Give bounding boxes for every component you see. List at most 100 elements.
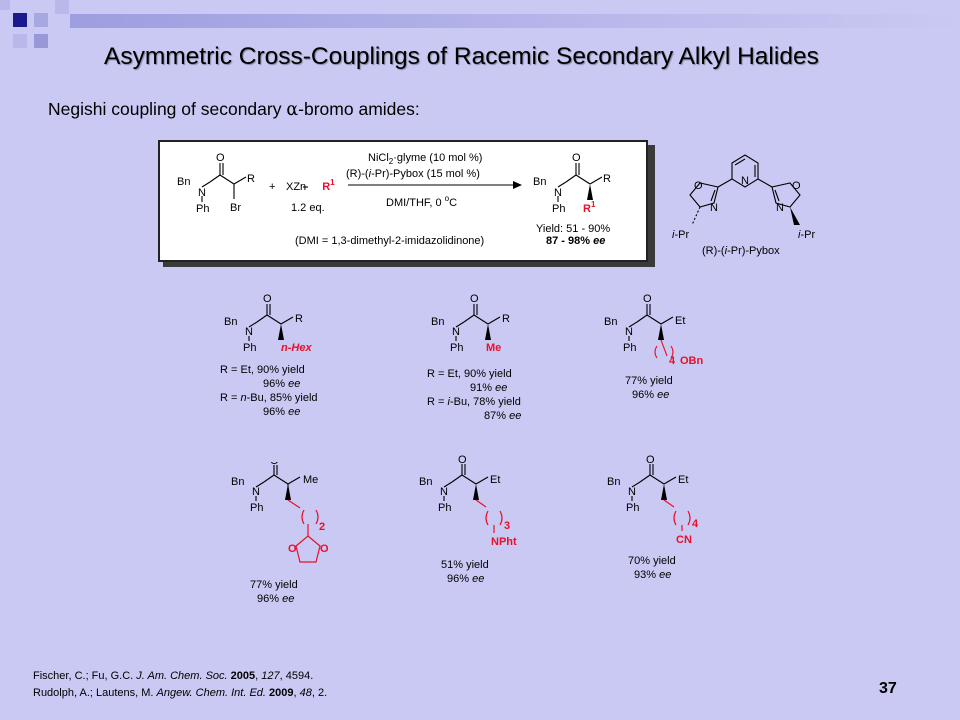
plus-sign: + [269,181,275,193]
condition-ligand: (R)-(i-Pr)-Pybox (15 mol %) [346,168,480,180]
product-R: R [603,173,611,185]
p3-n: 4 [669,355,676,367]
product-5: O Bn N Ph Et 3 NPht 51% yield 96% ee [419,455,517,585]
p1-line4: 96% ee [263,406,300,418]
pybox-ligand-structure: N O O N N i-Pr i-Pr (R)-(i-Pr)-Pybox [672,154,815,257]
sm-R: R [247,173,255,185]
p2-substituent: Me [486,342,501,354]
ee-range: 87 - 98% ee [546,235,605,247]
p2-R: R [502,313,510,325]
ref2-journal: Angew. Chem. Int. Ed. [156,687,266,699]
ref2-authors: Rudolph, A.; Lautens, M. [33,687,157,699]
p5-substituent: NPht [491,536,517,548]
corner-square-dark [13,13,27,27]
p2-line4: 87% ee [484,410,521,422]
product-3: O Bn N Ph Et 4 OBn 77% yield 96% ee [604,293,704,401]
ligand-O-left: O [694,180,703,192]
header-band [70,14,960,28]
ref1-pages: , 4594. [279,670,314,682]
sm-Br: Br [230,202,241,214]
p2-line3: R = i-Bu, 78% yield [427,396,521,408]
p2-Bn: Bn [431,316,444,328]
p6-line1: 70% yield [628,555,676,567]
p1-N: N [245,326,253,338]
ref1-volume: 127 [261,670,280,682]
equivalents: 1.2 eq. [291,202,325,214]
slide-title: Asymmetric Cross-Couplings of Racemic Se… [104,43,819,70]
sm-Bn: Bn [177,176,190,188]
p4-n: 2 [319,521,325,533]
product-R1: R1 [583,200,596,215]
corner-square-light [0,0,10,10]
corner-square-light [55,0,69,14]
p6-N: N [628,486,636,498]
p2-Ph: Ph [450,342,463,354]
p4-O-left: O [288,543,297,555]
p2-N: N [452,326,460,338]
p2-line1: R = Et, 90% yield [427,368,512,380]
p5-line2: 96% ee [447,573,484,585]
product-4: O Bn N Ph Me 2 O O 77% yield 96% ee [231,462,329,605]
p4-N: N [252,486,260,498]
p3-R: Et [675,315,685,327]
subtitle-text: Negishi coupling of secondary [48,99,287,119]
p6-line2: 93% ee [634,569,671,581]
ligand-O-right: O [792,180,801,192]
ref1-authors: Fischer, C.; Fu, G.C. [33,670,137,682]
p5-Bn: Bn [419,476,432,488]
ligand-name: (R)-(i-Pr)-Pybox [702,245,780,257]
p3-N: N [625,326,633,338]
ref1-journal: J. Am. Chem. Soc. [136,670,228,682]
reference-2: Rudolph, A.; Lautens, M. Angew. Chem. In… [33,687,328,699]
product-6: O Bn N Ph Et 4 CN 70% yield 93% ee [607,455,699,581]
ref2-year: 2009 [269,687,294,699]
ligand-N-left: N [710,202,718,214]
corner-square-light [34,34,48,48]
p3-substituent: OBn [680,355,704,367]
p2-O: O [470,293,479,305]
p6-R: Et [678,474,688,486]
p3-O: O [643,293,652,305]
p1-R: R [295,313,303,325]
p5-n: 3 [504,520,510,532]
dmi-note: (DMI = 1,3-dimethyl-2-imidazolidinone) [295,235,484,247]
p1-Ph: Ph [243,342,256,354]
p1-line1: R = Et, 90% yield [220,364,305,376]
p5-R: Et [490,474,500,486]
p5-line1: 51% yield [441,559,489,571]
sm-Ph: Ph [196,203,209,215]
p1-O: O [263,293,272,305]
ligand-iPr-left: i-Pr [672,229,689,241]
p6-substituent: CN [676,534,692,546]
p4-O-right: O [320,543,329,555]
ref2-pages: , 2. [311,687,328,699]
product-1: O Bn N Ph R n-Hex R = Et, 90% yield 96% … [220,293,318,418]
yield-range: Yield: 51 - 90% [536,223,610,235]
ref2-volume: 48 [299,687,312,699]
p6-O: O [646,455,655,466]
p5-Ph: Ph [438,502,451,514]
condition-catalyst: NiCl2·glyme (10 mol %) [368,152,482,166]
p3-line1: 77% yield [625,375,673,387]
subtitle-text-end: -bromo amides: [298,99,420,119]
product-O: O [572,152,581,164]
p4-R: Me [303,474,318,486]
p3-Ph: Ph [623,342,636,354]
product-N: N [554,187,562,199]
p2-line2: 91% ee [470,382,507,394]
condition-solvent: DMI/THF, 0 oC [386,194,457,209]
p5-N: N [440,486,448,498]
reference-1: Fischer, C.; Fu, G.C. J. Am. Chem. Soc. … [33,670,314,682]
p1-line3: R = n-Bu, 85% yield [220,392,318,404]
p6-n: 4 [692,518,699,530]
p5-O: O [458,455,467,466]
p1-substituent: n-Hex [281,342,312,354]
p6-Ph: Ph [626,502,639,514]
p3-line2: 96% ee [632,389,669,401]
ligand-N-pyridine: N [741,175,749,187]
p6-Bn: Bn [607,476,620,488]
sm-O: O [216,152,225,164]
sm-N: N [198,187,206,199]
